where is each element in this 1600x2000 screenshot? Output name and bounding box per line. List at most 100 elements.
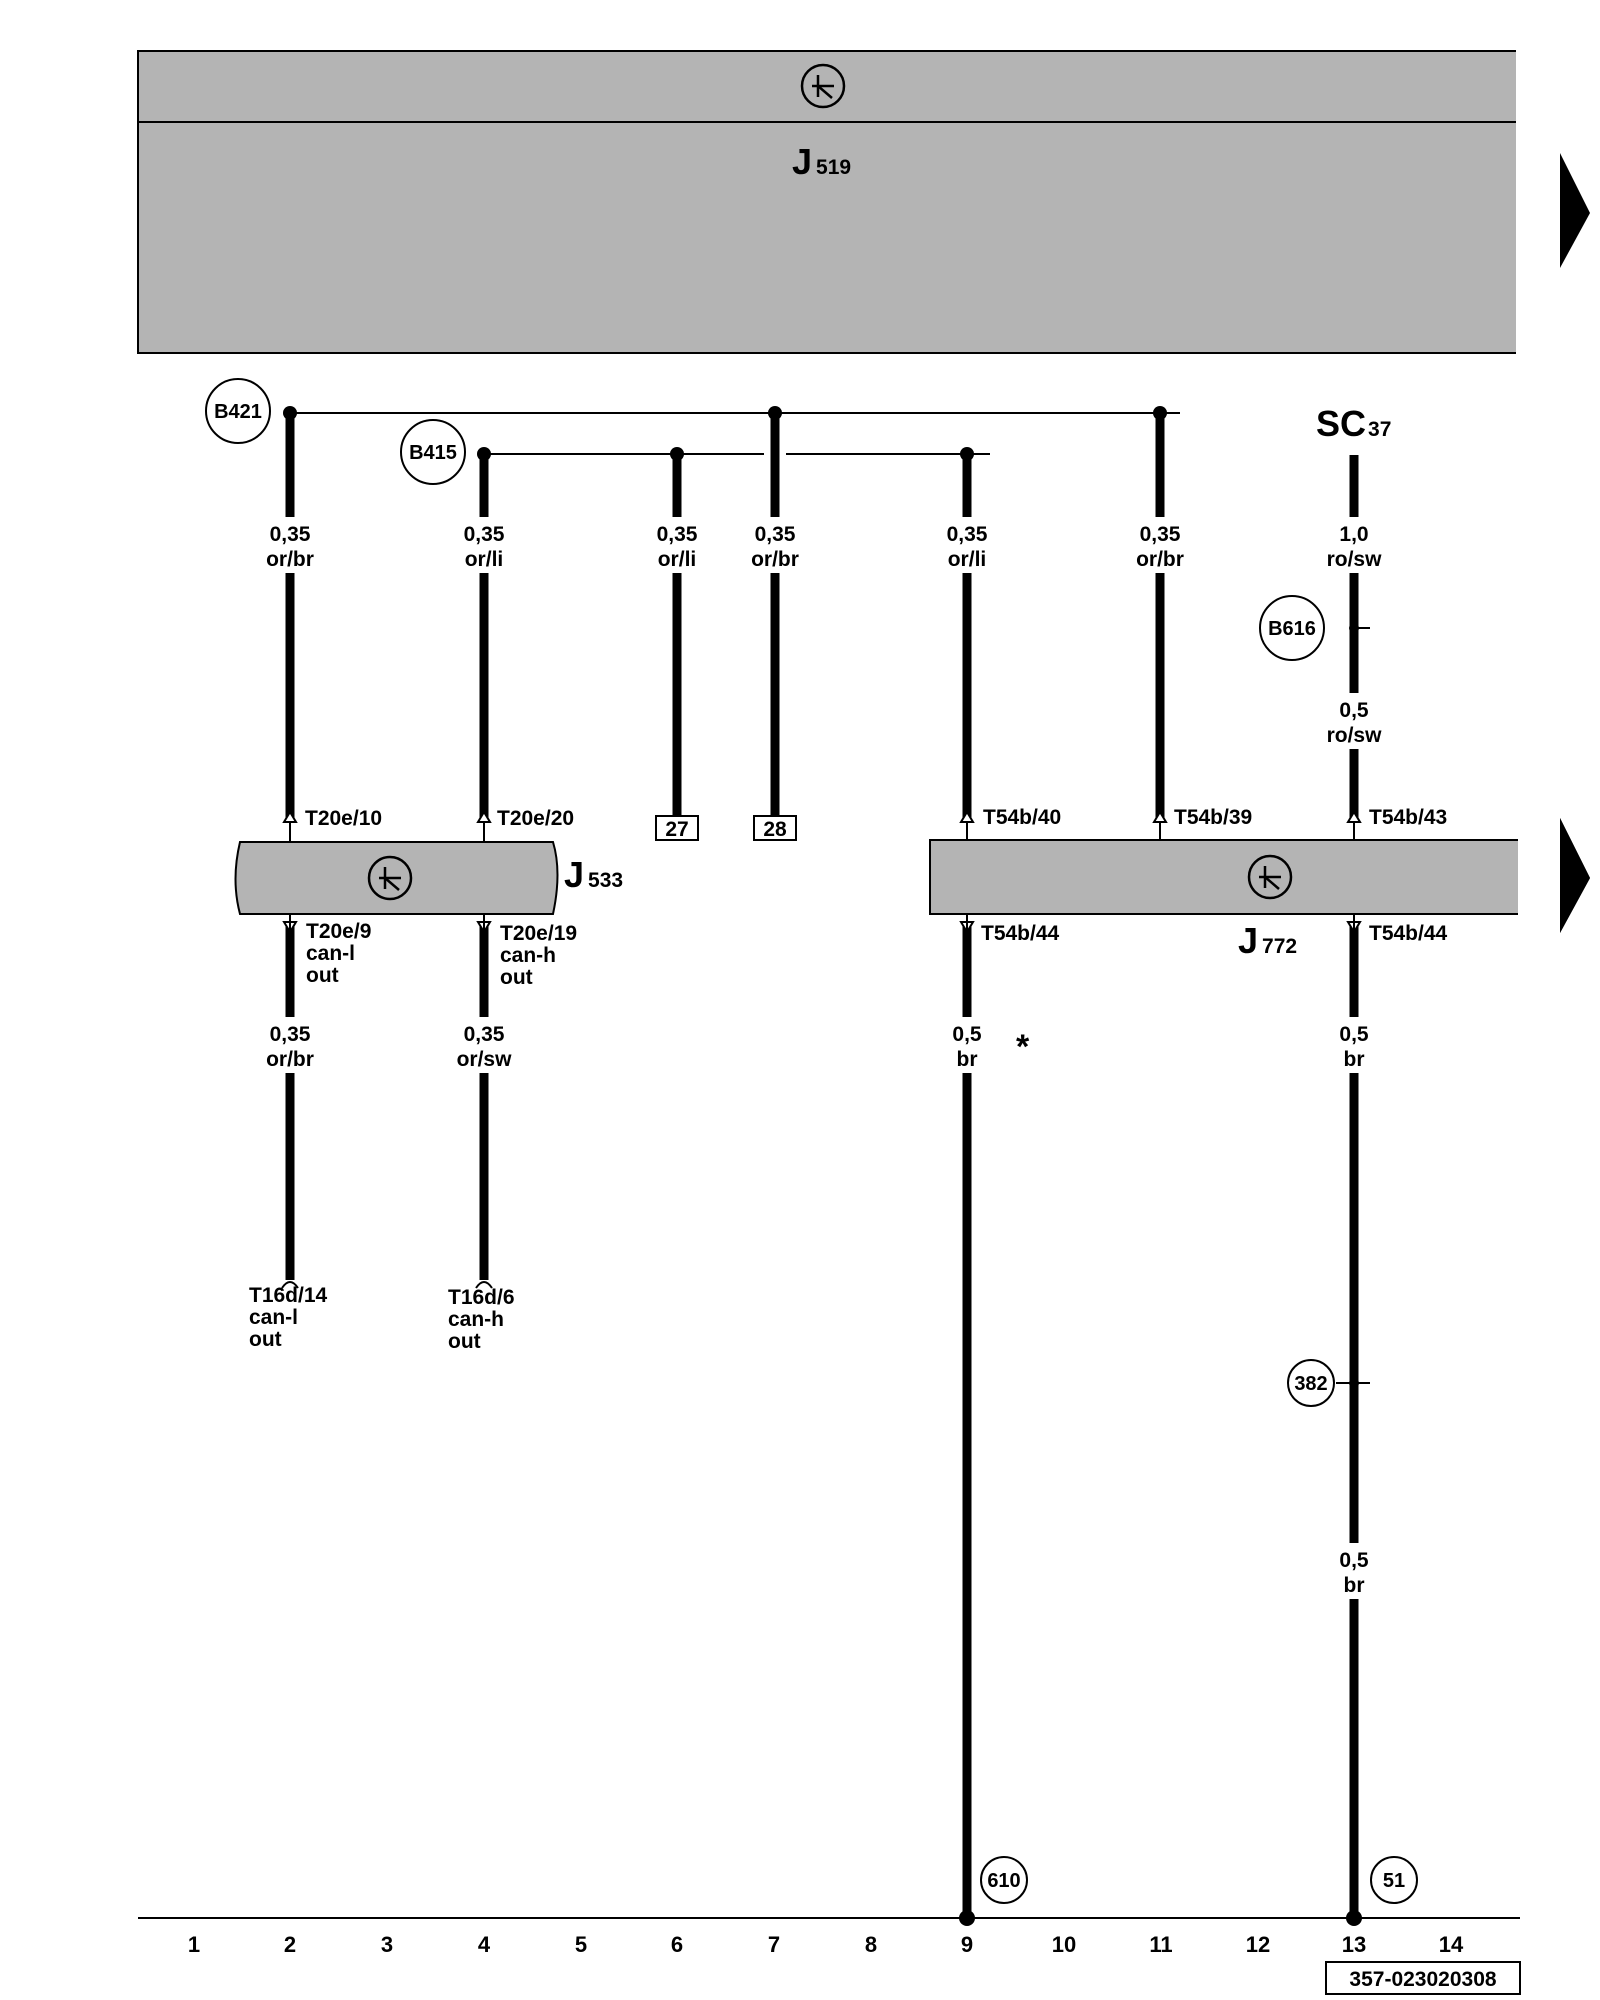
j519-letter: J [792, 141, 812, 182]
wire-color: br [1344, 1048, 1365, 1071]
svg-text:27: 27 [665, 818, 688, 841]
svg-text:11: 11 [1149, 1932, 1172, 1957]
pin-label-t20e-9: T20e/9 can-l out [306, 920, 377, 987]
j533-letter: J [564, 854, 584, 895]
wire-color: br [957, 1048, 978, 1071]
svg-text:or/br: or/br [266, 1048, 314, 1071]
wire-size: 0,5 [1339, 699, 1369, 722]
svg-text:or/br: or/br [751, 548, 799, 571]
wire-color: or/br [751, 548, 799, 571]
svg-text:610: 610 [987, 1870, 1020, 1892]
connector-51: 51 [1370, 1856, 1418, 1904]
wire-color: or/sw [457, 1048, 513, 1071]
wires [285, 413, 1359, 1918]
wire-color: or/br [266, 548, 314, 571]
connector-b415: B415 [400, 419, 466, 485]
svg-text:0,5: 0,5 [1339, 1023, 1369, 1046]
j533-number: 533 [588, 869, 623, 892]
reference-box-27: 27 [655, 815, 699, 841]
svg-text:ro/sw: ro/sw [1327, 724, 1383, 747]
svg-text:or/br: or/br [1136, 548, 1184, 571]
svg-text:br: br [957, 1048, 978, 1071]
svg-text:6: 6 [671, 1932, 683, 1957]
j772-letter: J [1238, 920, 1258, 961]
svg-text:0,35: 0,35 [1140, 523, 1181, 546]
grid-numbers: 1 2 3 4 5 6 7 8 9 10 11 12 13 14 [188, 1932, 1464, 1957]
svg-text:8: 8 [865, 1932, 877, 1957]
svg-text:0,35: 0,35 [657, 523, 698, 546]
wire-size: 0,35 [755, 523, 796, 546]
svg-text:1,0: 1,0 [1339, 523, 1368, 546]
svg-text:or/li: or/li [465, 548, 504, 571]
svg-text:or/li: or/li [948, 548, 987, 571]
wire-size: 0,35 [947, 523, 988, 546]
wire-size: 0,35 [464, 1023, 505, 1046]
wire-color: or/li [465, 548, 504, 571]
wire-size: 0,35 [270, 523, 311, 546]
wire-color: or/br [266, 1048, 314, 1071]
connector-610: 610 [980, 1856, 1028, 1904]
svg-text:0,35: 0,35 [464, 523, 505, 546]
module-symbol-icon [800, 63, 846, 109]
pin-label: T54b/40 [983, 806, 1061, 829]
svg-text:0,35: 0,35 [270, 1023, 311, 1046]
pin-label: T54b/39 [1174, 806, 1252, 829]
wire-color: or/li [948, 548, 987, 571]
wire-color: or/li [658, 548, 697, 571]
svg-text:ro/sw: ro/sw [1327, 548, 1383, 571]
svg-text:B616: B616 [1268, 618, 1316, 640]
connector-b616: B616 [1259, 595, 1370, 661]
pin-label: T20e/20 [497, 807, 574, 830]
svg-text:SC37: SC37 [1316, 403, 1391, 444]
pin-label: T54b/43 [1369, 806, 1447, 829]
j519-number: 519 [816, 156, 851, 179]
svg-text:13: 13 [1342, 1932, 1366, 1957]
svg-text:0,35: 0,35 [270, 523, 311, 546]
wire-size: 0,35 [464, 523, 505, 546]
wire-size: 0,35 [1140, 523, 1181, 546]
wire-size: 1,0 [1339, 523, 1368, 546]
svg-text:10: 10 [1052, 1932, 1076, 1957]
wire-size: 0,5 [952, 1023, 982, 1046]
pin-label: T20e/10 [305, 807, 382, 830]
svg-text:br: br [1344, 1574, 1365, 1597]
splice-bus-b415 [477, 447, 990, 461]
svg-text:0,35: 0,35 [947, 523, 988, 546]
svg-text:0,5: 0,5 [1339, 1549, 1369, 1572]
pin-label-t16d-6: T16d/6 can-h out [448, 1286, 520, 1353]
svg-text:3: 3 [381, 1932, 393, 1957]
svg-text:B421: B421 [214, 401, 262, 423]
connector-b421: B421 [205, 378, 271, 444]
svg-text:B415: B415 [409, 442, 457, 464]
module-symbol-icon [367, 855, 413, 901]
pin-label: T54b/44 [1369, 922, 1448, 945]
svg-text:or/br: or/br [266, 548, 314, 571]
pin-label-t20e-19: T20e/19 can-h out [500, 922, 583, 989]
svg-text:5: 5 [575, 1932, 587, 1957]
sc37-letter: SC [1316, 403, 1366, 444]
reference-box-28: 28 [753, 815, 797, 841]
svg-text:28: 28 [763, 818, 787, 841]
continuation-arrow-upper-icon [1560, 153, 1590, 268]
module-symbol-icon [1247, 854, 1293, 900]
splice-bus-b421 [283, 406, 1180, 420]
wire-color: ro/sw [1327, 548, 1383, 571]
wire-color: br [1344, 1574, 1365, 1597]
document-number: 357-023020308 [1325, 1961, 1521, 1995]
svg-text:51: 51 [1383, 1870, 1405, 1892]
svg-text:9: 9 [961, 1932, 973, 1957]
svg-text:4: 4 [478, 1932, 491, 1957]
wire-color: or/br [1136, 548, 1184, 571]
svg-text:382: 382 [1294, 1373, 1327, 1395]
svg-text:1: 1 [188, 1932, 200, 1957]
pin-label-t16d-14: T16d/14 can-l out [249, 1284, 333, 1351]
wire-size: 0,5 [1339, 1549, 1369, 1572]
svg-text:2: 2 [284, 1932, 296, 1957]
sc37-number: 37 [1368, 418, 1391, 441]
